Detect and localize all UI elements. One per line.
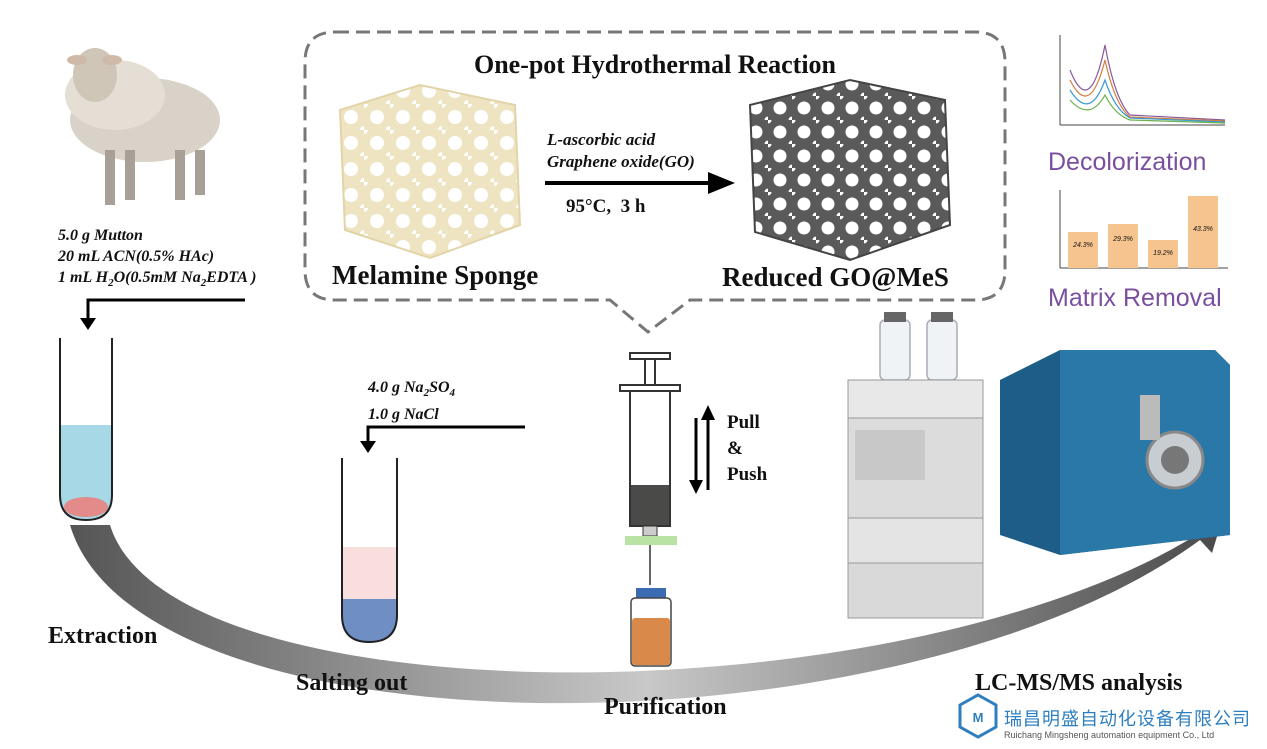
decolorization-label: Decolorization <box>1048 148 1207 176</box>
bar-label-1: 24.3% <box>1073 242 1093 249</box>
lcms-analysis-label: LC-MS/MS analysis <box>975 670 1183 696</box>
salting-tube <box>341 458 398 644</box>
push-label: Push <box>727 464 768 485</box>
extraction-label: Extraction <box>48 623 158 649</box>
svg-text:M: M <box>973 710 984 725</box>
bar-label-4: 43.3% <box>1193 226 1213 233</box>
decolorization-chart <box>1040 20 1240 145</box>
reduced-go-sponge-image <box>748 78 952 262</box>
pull-push-arrows <box>689 405 715 494</box>
salting-reagent-1: 4.0 g Na2SO4 <box>368 379 456 400</box>
melamine-sponge-image <box>338 83 522 260</box>
mass-spectrometer <box>1000 350 1230 555</box>
reaction-callout-box <box>303 30 1007 334</box>
extraction-pointer-arrow <box>80 298 245 330</box>
purification-label: Purification <box>604 694 727 720</box>
matrix-removal-label: Matrix Removal <box>1048 284 1222 312</box>
pull-push-text: Pull & Push <box>727 410 767 488</box>
extraction-reagent-2: 20 mL ACN(0.5% HAc) <box>58 248 215 265</box>
reduced-go-mes-label: Reduced GO@MeS <box>722 262 949 292</box>
workflow-arc-arrow <box>70 520 1222 704</box>
syringe <box>619 352 681 585</box>
hplc-instrument <box>847 312 984 619</box>
salting-out-label: Salting out <box>296 670 408 696</box>
reagent-ascorbic-acid: L-ascorbic acid <box>547 130 656 149</box>
sheep-image <box>65 48 220 205</box>
pull-label: Pull <box>727 412 760 433</box>
reaction-title: One-pot Hydrothermal Reaction <box>473 50 837 79</box>
salting-reagents: 4.0 g Na2SO4 1.0 g NaCl <box>368 377 455 425</box>
extraction-reagent-1: 5.0 g Mutton <box>58 227 143 244</box>
extraction-reagents: 5.0 g Mutton 20 mL ACN(0.5% HAc) 1 mL H2… <box>58 225 256 294</box>
reaction-conditions: 95°C, 3 h <box>566 196 646 217</box>
extraction-reagent-3: 1 mL H2O(0.5mM Na2EDTA ) <box>58 269 257 290</box>
salting-pointer-arrow <box>360 425 525 453</box>
bar-label-3: 19.2% <box>1153 250 1173 257</box>
company-logo: M <box>958 693 998 739</box>
melamine-sponge-label: Melamine Sponge <box>332 260 539 290</box>
reagent-graphene-oxide: Graphene oxide(GO) <box>547 152 695 171</box>
extraction-tube <box>59 338 113 522</box>
reaction-arrow <box>545 172 735 194</box>
matrix-removal-chart <box>1040 185 1240 280</box>
bar-label-2: 29.3% <box>1113 236 1133 243</box>
watermark-cn: 瑞昌明盛自动化设备有限公司 <box>1004 709 1251 729</box>
sample-vial <box>630 588 672 667</box>
watermark-en: Ruichang Mingsheng automation equipment … <box>1004 730 1215 740</box>
amp-label: & <box>727 438 743 459</box>
salting-reagent-2: 1.0 g NaCl <box>368 406 439 424</box>
